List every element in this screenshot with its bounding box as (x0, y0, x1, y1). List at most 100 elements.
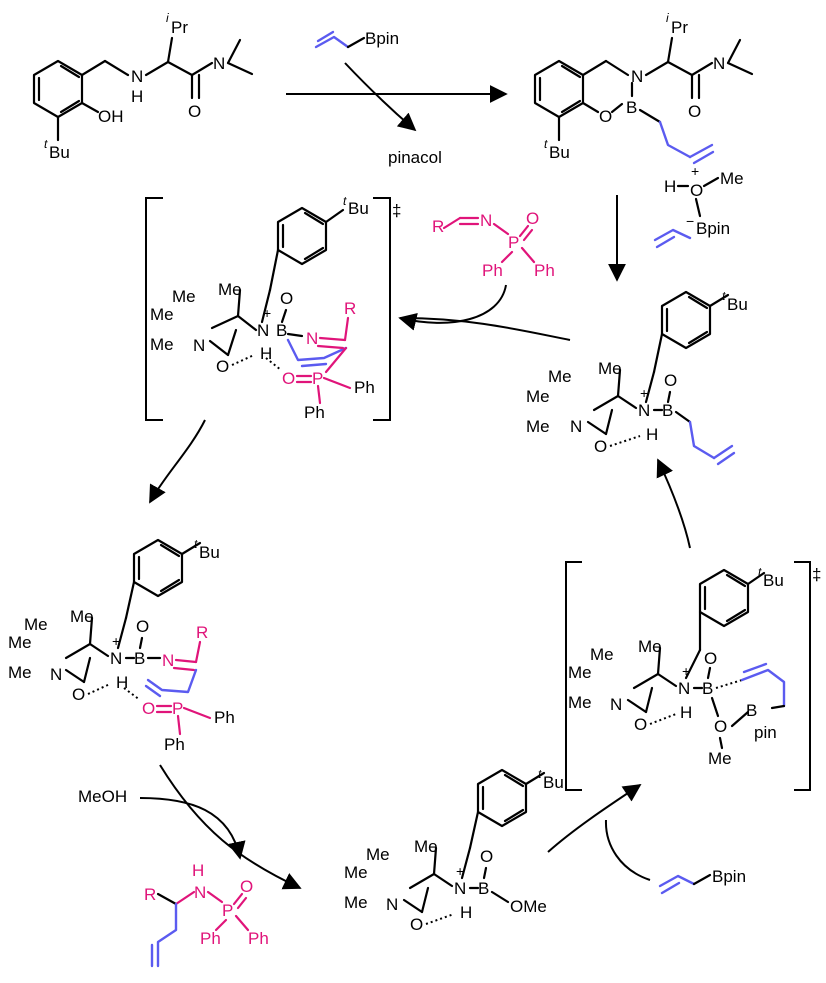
pc-nh: H (116, 673, 128, 692)
amine-n: N (131, 67, 143, 86)
borate-adduct: t Bu O B + N H Me Me Me Me N O (526, 289, 748, 466)
adduct-me-a: Me (598, 359, 622, 378)
pc-o: O (136, 617, 149, 636)
boronate-amide-n: N (713, 54, 725, 73)
boronate-n: N (631, 67, 643, 86)
ts1-tbu: Bu (348, 199, 369, 218)
pc-n: N (110, 649, 122, 668)
ts2-me-d: Me (568, 693, 592, 712)
tbu-label: Bu (49, 143, 70, 162)
pc-plus: + (112, 633, 120, 649)
step-4-arrow (149, 419, 206, 504)
ts1-me-a: Me (218, 280, 242, 299)
adduct-o: O (664, 371, 677, 390)
methanol-me: Me (720, 169, 744, 188)
mb-nh: H (460, 903, 472, 922)
ts2-pin: pin (754, 723, 777, 742)
ts1-imine-n: N (306, 329, 318, 348)
transition-state-2: ‡ t Bu O B + N H Me Me Me Me N O B pin (565, 561, 821, 791)
methanol-label: MeOH (78, 787, 127, 806)
isopropyl-prefix-2: i (666, 11, 669, 25)
product-p: P (222, 901, 233, 920)
ts1-amide-n: N (193, 336, 205, 355)
ts1-plus: + (263, 305, 271, 321)
pc-b: B (134, 649, 145, 668)
pc-tbu-prefix: t (194, 537, 198, 551)
pc-carbonyl-o: O (72, 685, 85, 704)
ts1-me-c: Me (150, 305, 174, 324)
ts1-tbu-prefix: t (343, 194, 347, 208)
ts1-nh: H (260, 344, 272, 363)
ts1-o: O (280, 289, 293, 308)
step-7-arrow (547, 784, 642, 853)
ts2-tbu-prefix: t (758, 565, 762, 579)
ts2-o: O (704, 649, 717, 668)
adduct-me-d: Me (526, 417, 550, 436)
imine-reagent: R N P O Ph Ph (398, 209, 555, 331)
mb-ome: OMe (510, 897, 547, 916)
pc-me-d: Me (8, 663, 32, 682)
pc-ph-1: Ph (214, 708, 235, 727)
imine-n: N (480, 211, 492, 230)
imine-p: P (508, 233, 519, 252)
ligand-aminophenol: N H OH O N i Pr t Bu (32, 11, 254, 162)
pc-me-b: Me (24, 615, 48, 634)
borate-bpin: Bpin (696, 219, 730, 238)
adduct-me-c: Me (526, 387, 550, 406)
product-complex: t Bu O B + N H Me Me Me Me N O N R O P (8, 537, 235, 754)
allyl-bpin-entry-arrow (604, 819, 651, 881)
carbonyl-o: O (188, 102, 201, 121)
mb-o: O (480, 847, 493, 866)
ts2-nh: H (680, 703, 692, 722)
product-nh-h: H (192, 861, 204, 880)
homoallylic-product: R H N P O Ph Ph (144, 861, 269, 968)
transition-state-1: ‡ t Bu O B + N H Me Me Me Me N O N R (145, 194, 401, 422)
adduct-tbu: Bu (727, 295, 748, 314)
adduct-tbu-prefix: t (722, 289, 726, 303)
ts2-amide-n: N (610, 695, 622, 714)
step-2-arrow: H + O Me − Bpin (608, 163, 744, 282)
allyl-bpin-bottom-label: Bpin (712, 867, 746, 886)
mb-me-d: Me (344, 893, 368, 912)
ts1-b: B (276, 321, 287, 340)
ts2-me-b: Me (590, 645, 614, 664)
mb-b: B (478, 879, 489, 898)
ts1-ph-1: Ph (354, 378, 375, 397)
tbu-prefix: t (44, 137, 48, 151)
product-n: N (194, 883, 206, 902)
product-r: R (144, 885, 156, 904)
allyl-bpin-label: Bpin (365, 29, 399, 48)
ts2-carbonyl-o: O (634, 715, 647, 734)
boronate-carbonyl-o: O (688, 102, 701, 121)
ts2-me-c: Me (568, 663, 592, 682)
isopropyl-label-2: Pr (671, 18, 688, 37)
amide-n: N (213, 54, 225, 73)
phenol-oh: OH (98, 107, 124, 126)
mb-plus: + (456, 863, 464, 879)
pc-phosphinoyl-o: O (142, 699, 155, 718)
ts2-double-dagger: ‡ (812, 565, 821, 584)
pinacol-label: pinacol (388, 148, 442, 167)
ts2-bpin-b: B (746, 701, 757, 720)
boronate-o: O (599, 107, 612, 126)
ts1-carbonyl-o: O (216, 357, 229, 376)
imine-r: R (432, 217, 444, 236)
ts1-me-d: Me (150, 335, 174, 354)
pc-tbu: Bu (199, 543, 220, 562)
adduct-me-b: Me (548, 367, 572, 386)
ts1-double-dagger: ‡ (392, 201, 401, 220)
adduct-amide-n: N (570, 417, 582, 436)
borate-minus: − (686, 213, 694, 229)
imine-ph-1: Ph (482, 261, 503, 280)
product-ph-1: Ph (200, 929, 221, 948)
methanol-h: H (664, 177, 676, 196)
ts1-ph-2: Ph (304, 403, 325, 422)
mb-tbu: Bu (543, 773, 564, 792)
mb-tbu-prefix: t (538, 767, 542, 781)
tbu-prefix-2: t (544, 137, 548, 151)
pc-me-c: Me (8, 633, 32, 652)
methanol-o: O (690, 181, 703, 200)
pc-me-a: Me (70, 607, 94, 626)
step-1-arrow: Bpin pinacol (286, 29, 508, 167)
